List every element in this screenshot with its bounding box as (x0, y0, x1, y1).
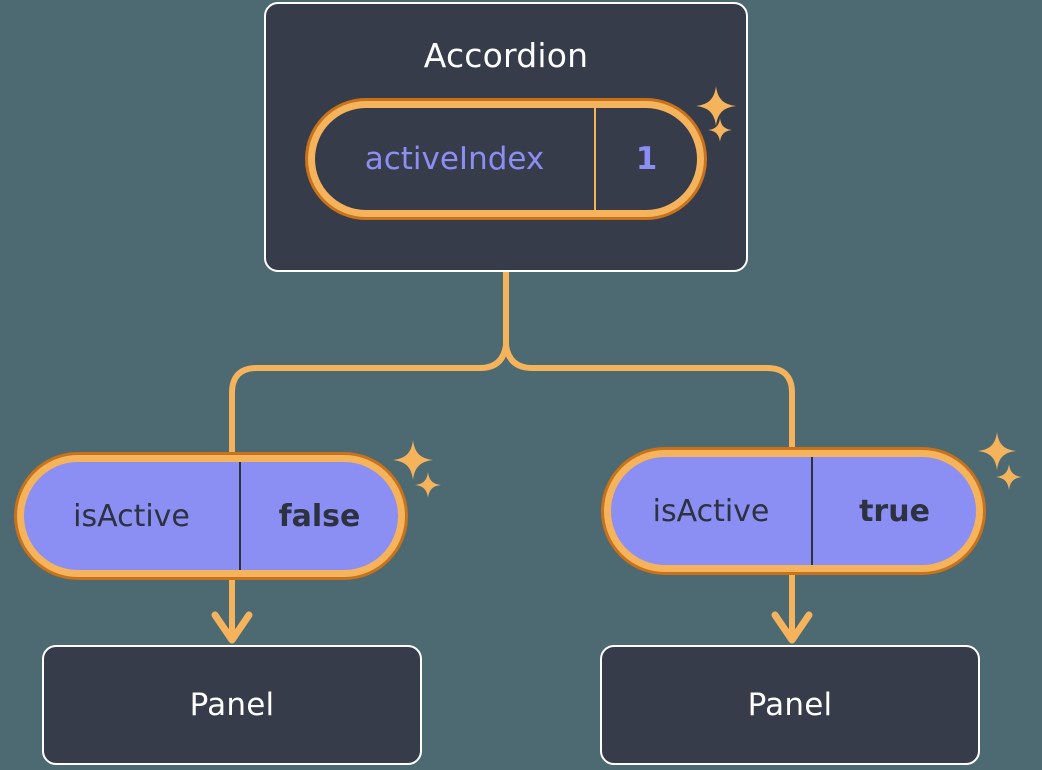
sparkle-shape (996, 464, 1022, 490)
sparkle-shape (978, 432, 1016, 470)
state-pill-is-active-right[interactable]: isActive true (601, 447, 986, 575)
state-value-label: true (859, 493, 930, 529)
pill-body: activeIndex 1 (315, 108, 697, 210)
sparkle-left-small-icon (415, 472, 441, 498)
state-key-label: activeIndex (315, 108, 596, 210)
state-value-label: false (278, 498, 361, 534)
pill-highlight-ring: activeIndex 1 (308, 101, 704, 217)
accordion-card-title: Accordion (423, 36, 589, 75)
sparkle-shape (393, 440, 433, 480)
sparkle-right-small-icon (996, 464, 1022, 490)
edge-split-right (503, 344, 795, 447)
arrowhead-left (211, 611, 253, 644)
panel-card-title: Panel (189, 687, 275, 723)
panel-component-card-left[interactable]: Panel (42, 645, 422, 765)
pill-body: isActive true (611, 457, 976, 565)
state-key-label: isActive (611, 457, 813, 565)
state-pill-active-index[interactable]: activeIndex 1 (305, 98, 707, 220)
sparkle-right-large-icon (978, 432, 1016, 470)
state-pill-is-active-left[interactable]: isActive false (14, 452, 408, 580)
sparkle-shape (415, 472, 441, 498)
pill-body: isActive false (24, 462, 398, 570)
pill-highlight-ring: isActive false (17, 455, 405, 577)
state-key-label: isActive (24, 462, 241, 570)
arrowhead-right (771, 611, 813, 644)
state-value-label: 1 (635, 141, 658, 177)
panel-component-card-right[interactable]: Panel (600, 645, 980, 765)
panel-card-title: Panel (747, 687, 833, 723)
pill-highlight-ring: isActive true (604, 450, 983, 572)
edge-split-left (229, 344, 509, 452)
sparkle-left-large-icon (393, 440, 433, 480)
